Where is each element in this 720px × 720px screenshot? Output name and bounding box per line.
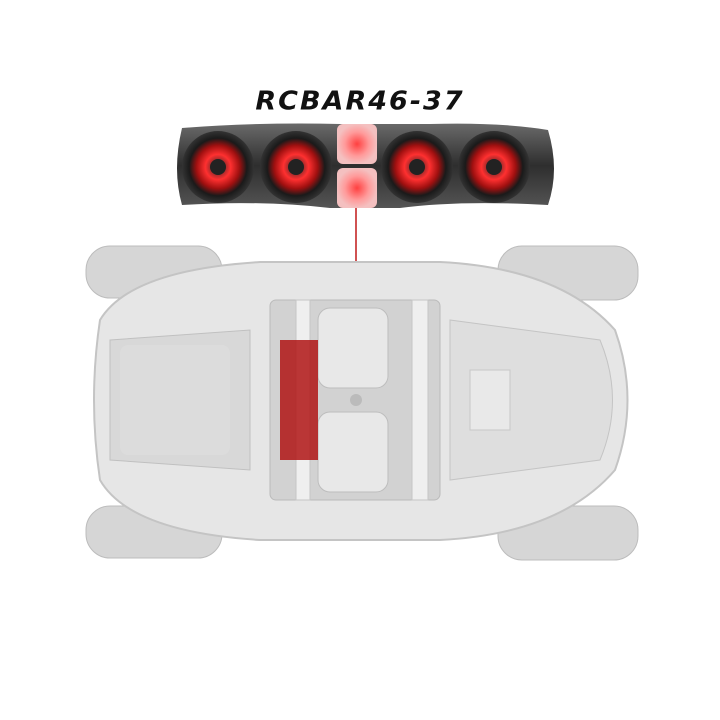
speaker-3 xyxy=(381,131,453,203)
speaker-4 xyxy=(458,131,530,203)
tweeter-top xyxy=(337,124,377,164)
speaker-2 xyxy=(260,131,332,203)
tweeter-bottom xyxy=(337,168,377,208)
soundbar-mount-highlight xyxy=(280,340,318,460)
speaker-1 xyxy=(182,131,254,203)
product-model-title: RCBAR46-37 xyxy=(255,86,465,117)
utv-vehicle xyxy=(85,245,639,561)
soundbar xyxy=(177,123,554,208)
